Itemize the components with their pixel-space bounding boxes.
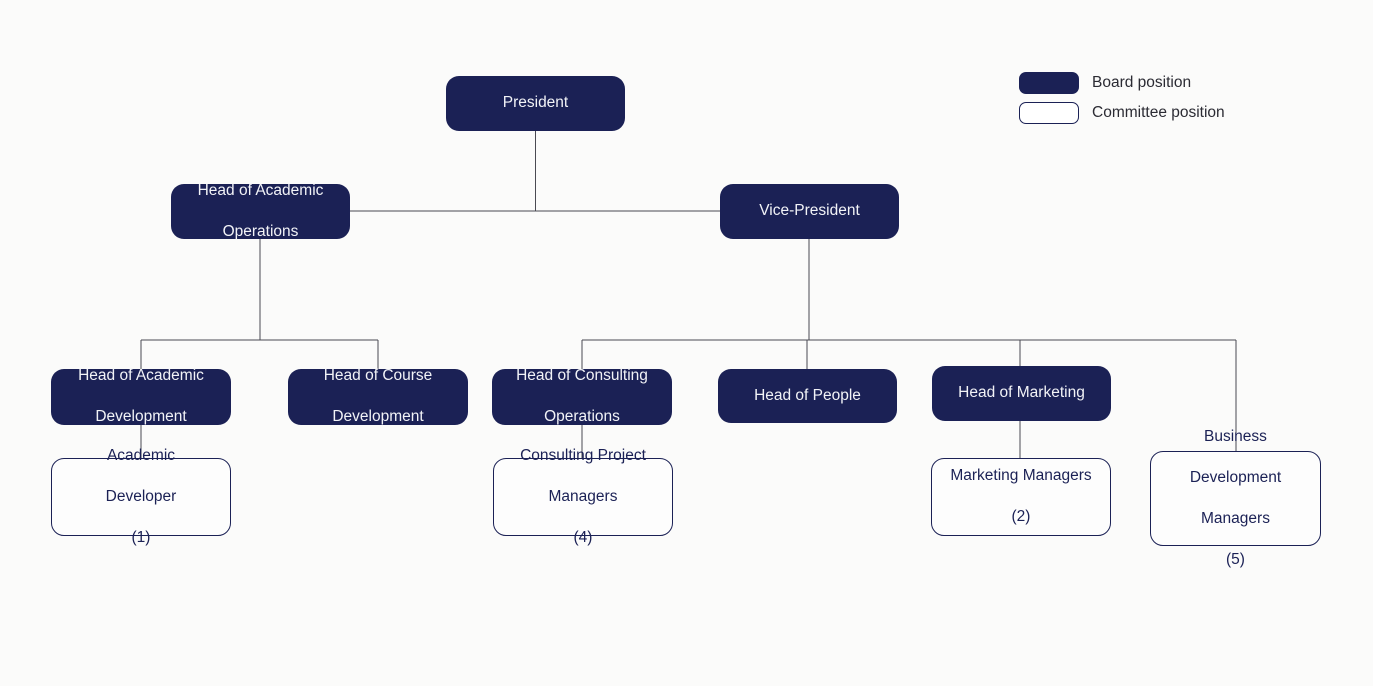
- legend-label-board: Board position: [1092, 74, 1192, 91]
- text-line-2: Development: [1189, 468, 1282, 486]
- text-line-2: Managers: [548, 487, 618, 505]
- node-president-label: President: [502, 94, 569, 112]
- node-head-of-consulting-operations[interactable]: Head of Consulting Operations: [492, 366, 672, 427]
- node-head-of-course-development-label: Head of Course Development: [306, 366, 451, 427]
- node-head-of-consulting-operations-label: Head of Consulting Operations: [498, 366, 666, 427]
- text-line-1: Head of Academic: [78, 367, 204, 385]
- node-head-of-people-label: Head of People: [754, 386, 861, 404]
- legend-item-board: Board position: [1019, 72, 1191, 94]
- legend-item-committee: Committee position: [1019, 102, 1225, 124]
- node-head-of-marketing[interactable]: Head of Marketing: [932, 366, 1111, 421]
- node-academic-developer-label: Academic Developer (1): [88, 446, 195, 548]
- node-marketing-managers-label: Marketing Managers (2): [932, 466, 1109, 527]
- legend-swatch-board-icon: [1019, 72, 1079, 94]
- node-consulting-project-managers[interactable]: Consulting Project Managers (4): [493, 447, 673, 546]
- legend-swatch-committee-icon: [1019, 102, 1079, 124]
- text-line-1: Head of Course: [323, 367, 433, 385]
- text-line-2: Development: [95, 408, 187, 426]
- legend-label-committee: Committee position: [1092, 104, 1225, 121]
- text-line-1: Marketing Managers: [950, 467, 1092, 485]
- text-line-2: Operations: [544, 408, 620, 426]
- node-head-of-people[interactable]: Head of People: [718, 369, 897, 423]
- node-consulting-project-managers-count: (4): [573, 528, 593, 546]
- legend: Board position Committee position: [1019, 72, 1299, 128]
- node-head-of-academic-operations-label: Head of Academic Operations: [180, 181, 342, 242]
- node-vice-president[interactable]: Vice-President: [720, 184, 899, 239]
- text-line-2: Development: [332, 408, 424, 426]
- node-marketing-managers[interactable]: Marketing Managers (2): [931, 458, 1111, 536]
- node-academic-developer[interactable]: Academic Developer (1): [51, 447, 231, 546]
- node-consulting-project-managers-label: Consulting Project Managers (4): [502, 446, 664, 548]
- node-marketing-managers-count: (2): [1011, 508, 1031, 526]
- text-line-1: Academic: [106, 446, 176, 464]
- node-president[interactable]: President: [446, 76, 625, 131]
- text-line-1: Business: [1204, 427, 1267, 445]
- node-head-of-course-development[interactable]: Head of Course Development: [288, 366, 468, 427]
- text-line-2: Developer: [105, 487, 177, 505]
- node-business-development-managers-count: (5): [1226, 550, 1245, 568]
- node-academic-developer-count: (1): [131, 528, 151, 546]
- node-vice-president-label: Vice-President: [759, 202, 860, 220]
- text-line-1: Head of Academic: [197, 181, 324, 199]
- text-line-1: Head of Consulting: [516, 367, 648, 385]
- node-head-of-academic-development-label: Head of Academic Development: [60, 366, 222, 427]
- node-head-of-academic-operations[interactable]: Head of Academic Operations: [171, 181, 350, 242]
- text-line-1: Consulting Project: [520, 446, 646, 464]
- text-line-3: Managers: [1201, 509, 1270, 527]
- node-business-development-managers[interactable]: Business Development Managers (5): [1150, 428, 1321, 568]
- node-business-development-managers-label: Business Development Managers (5): [1172, 427, 1299, 570]
- node-head-of-marketing-label: Head of Marketing: [958, 384, 1085, 402]
- text-line-2: Operations: [222, 222, 299, 240]
- node-head-of-academic-development[interactable]: Head of Academic Development: [51, 366, 231, 427]
